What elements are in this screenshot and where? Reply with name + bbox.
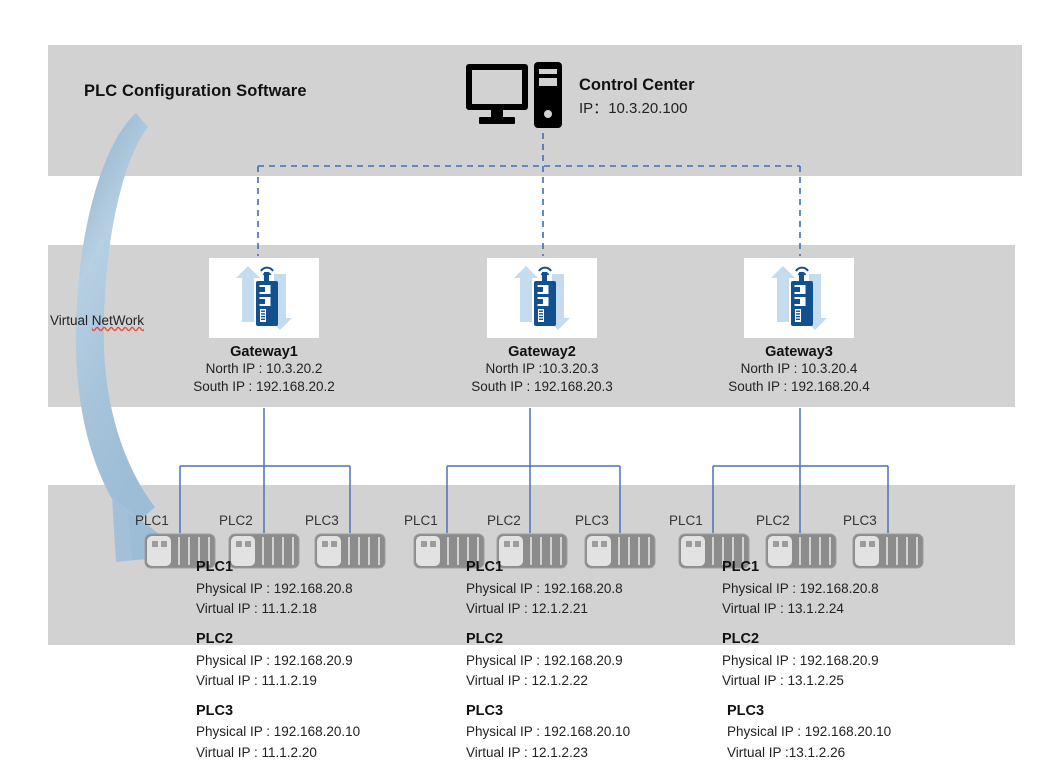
plc-node-g1-p1[interactable]: PLC1 <box>135 513 218 574</box>
plc-detail-virtual-ip: Virtual IP : 11.1.2.20 <box>196 744 317 760</box>
plc-node-g1-p3[interactable]: PLC3 <box>305 513 388 574</box>
plc-caption-g1-p3: PLC3 <box>305 513 339 528</box>
plc-detail-entry: PLC3 Physical IP : 192.168.20.10 Virtual… <box>196 701 446 764</box>
plc-detail-name: PLC1 <box>466 559 504 575</box>
plc-detail-entry: PLC2 Physical IP : 192.168.20.9 Virtual … <box>722 629 972 692</box>
plc-caption-g3-p3: PLC3 <box>843 513 877 528</box>
plc-detail-entry: PLC1 Physical IP : 192.168.20.8 Virtual … <box>196 557 446 620</box>
plc-detail-entry: PLC2 Physical IP : 192.168.20.9 Virtual … <box>196 629 446 692</box>
plc-module-icon <box>765 533 837 569</box>
desktop-computer-icon <box>466 62 562 128</box>
plc-caption-g2-p2: PLC2 <box>487 513 521 528</box>
wireless-gateway-icon <box>514 266 570 330</box>
plc-module-icon <box>852 533 924 569</box>
plc-detail-entry: PLC1 Physical IP : 192.168.20.8 Virtual … <box>466 557 716 620</box>
plc-caption-g1-p2: PLC2 <box>219 513 253 528</box>
plc-detail-physical-ip: Physical IP : 192.168.20.8 <box>722 580 879 596</box>
plc-detail-name: PLC3 <box>727 702 765 719</box>
control-center-node[interactable]: Control Center IP：10.3.20.100 <box>466 62 695 130</box>
plc-module-icon <box>228 533 300 569</box>
plc-detail-physical-ip: Physical IP : 192.168.20.10 <box>196 724 361 740</box>
plc-detail-virtual-ip: Virtual IP : 13.1.2.24 <box>722 601 844 617</box>
plc-detail-name: PLC3 <box>196 702 234 719</box>
plc-detail-virtual-ip: Virtual IP : 12.1.2.23 <box>466 744 588 760</box>
plc-detail-entry: PLC3 Physical IP : 192.168.20.10 Virtual… <box>722 701 972 764</box>
plc-detail-virtual-ip: Virtual IP : 12.1.2.21 <box>466 601 588 617</box>
plc-detail-physical-ip: Physical IP : 192.168.20.8 <box>466 580 623 596</box>
gateway-icon-box-1 <box>209 258 319 338</box>
plc-detail-name: PLC3 <box>466 702 504 719</box>
plc-detail-virtual-ip: Virtual IP : 13.1.2.25 <box>722 673 844 689</box>
plc-details-group-1: PLC1 Physical IP : 192.168.20.8 Virtual … <box>196 557 446 772</box>
plc-detail-physical-ip: Physical IP : 192.168.20.10 <box>727 724 892 740</box>
plc-detail-virtual-ip: Virtual IP :13.1.2.26 <box>727 744 846 760</box>
gateway-north-ip-1: North IP : 10.3.20.2 <box>205 361 323 376</box>
plc-node-g2-p1[interactable]: PLC1 <box>404 513 487 574</box>
plc-detail-physical-ip: Physical IP : 192.168.20.10 <box>466 724 631 740</box>
plc-detail-virtual-ip: Virtual IP : 11.1.2.18 <box>196 601 317 617</box>
zone-title-plc-configuration-software: PLC Configuration Software <box>84 82 307 100</box>
plc-detail-name: PLC1 <box>722 559 760 575</box>
plc-detail-virtual-ip: Virtual IP : 12.1.2.22 <box>466 673 588 689</box>
plc-module-icon <box>584 533 656 569</box>
plc-detail-physical-ip: Physical IP : 192.168.20.9 <box>196 652 353 668</box>
plc-caption-g2-p1: PLC1 <box>404 513 438 528</box>
plc-module-icon <box>314 533 386 569</box>
plc-detail-name: PLC2 <box>722 630 760 647</box>
gateway-name-2: Gateway2 <box>508 344 576 360</box>
gateway-north-ip-2: North IP :10.3.20.3 <box>485 361 599 376</box>
gateway-north-ip-3: North IP : 10.3.20.4 <box>740 361 858 376</box>
plc-detail-name: PLC2 <box>466 630 504 647</box>
plc-node-g3-p1[interactable]: PLC1 <box>669 513 752 574</box>
plc-detail-entry: PLC3 Physical IP : 192.168.20.10 Virtual… <box>466 701 716 764</box>
wireless-gateway-icon <box>236 266 292 330</box>
plc-module-icon <box>413 533 485 569</box>
plc-node-g3-p3[interactable]: PLC3 <box>843 513 926 574</box>
plc-detail-name: PLC1 <box>196 559 234 575</box>
wireless-gateway-icon <box>771 266 827 330</box>
gateway-south-ip-3: South IP : 192.168.20.4 <box>728 379 870 395</box>
gateway-node-2[interactable]: Gateway2 North IP :10.3.20.3 South IP : … <box>448 258 636 396</box>
control-center-title: Control Center <box>579 76 695 94</box>
plc-detail-physical-ip: Physical IP : 192.168.20.9 <box>722 652 879 668</box>
plc-details-group-3: PLC1 Physical IP : 192.168.20.8 Virtual … <box>722 557 972 772</box>
virtual-network-misspelled-word: NetWork <box>91 313 145 328</box>
plc-module-icon <box>678 533 750 569</box>
gateway-icon-box-2 <box>487 258 597 338</box>
plc-node-g2-p3[interactable]: PLC3 <box>575 513 658 574</box>
gateway-node-1[interactable]: Gateway1 North IP : 10.3.20.2 South IP :… <box>170 258 358 396</box>
gateway-icon-box-3 <box>744 258 854 338</box>
gateway-south-ip-2: South IP : 192.168.20.3 <box>471 379 613 395</box>
gateway-name-3: Gateway3 <box>765 344 833 360</box>
control-center-ip-label: IP： <box>579 100 609 117</box>
gateway-name-1: Gateway1 <box>230 344 298 360</box>
plc-caption-g3-p1: PLC1 <box>669 513 703 528</box>
virtual-network-prefix: Virtual <box>50 313 92 328</box>
plc-module-icon <box>144 533 216 569</box>
gateway-south-ip-1: South IP : 192.168.20.2 <box>193 379 335 395</box>
plc-caption-g3-p2: PLC2 <box>756 513 790 528</box>
plc-detail-physical-ip: Physical IP : 192.168.20.9 <box>466 652 623 668</box>
plc-node-g1-p2[interactable]: PLC2 <box>219 513 302 574</box>
plc-node-g3-p2[interactable]: PLC2 <box>756 513 839 574</box>
plc-detail-entry: PLC2 Physical IP : 192.168.20.9 Virtual … <box>466 629 716 692</box>
control-center-text: Control Center IP：10.3.20.100 <box>579 74 695 118</box>
plc-detail-virtual-ip: Virtual IP : 11.1.2.19 <box>196 673 317 689</box>
plc-detail-physical-ip: Physical IP : 192.168.20.8 <box>196 580 353 596</box>
plc-details-group-2: PLC1 Physical IP : 192.168.20.8 Virtual … <box>466 557 716 772</box>
plc-detail-name: PLC2 <box>196 630 234 647</box>
control-center-ip-value: 10.3.20.100 <box>608 100 688 117</box>
plc-node-g2-p2[interactable]: PLC2 <box>487 513 570 574</box>
plc-caption-g2-p3: PLC3 <box>575 513 609 528</box>
plc-caption-g1-p1: PLC1 <box>135 513 169 528</box>
zone-label-virtual-network: Virtual NetWork <box>50 313 144 328</box>
plc-module-icon <box>496 533 568 569</box>
plc-detail-entry: PLC1 Physical IP : 192.168.20.8 Virtual … <box>722 557 972 620</box>
gateway-node-3[interactable]: Gateway3 North IP : 10.3.20.4 South IP :… <box>705 258 893 396</box>
control-center-ip: IP：10.3.20.100 <box>579 97 695 118</box>
